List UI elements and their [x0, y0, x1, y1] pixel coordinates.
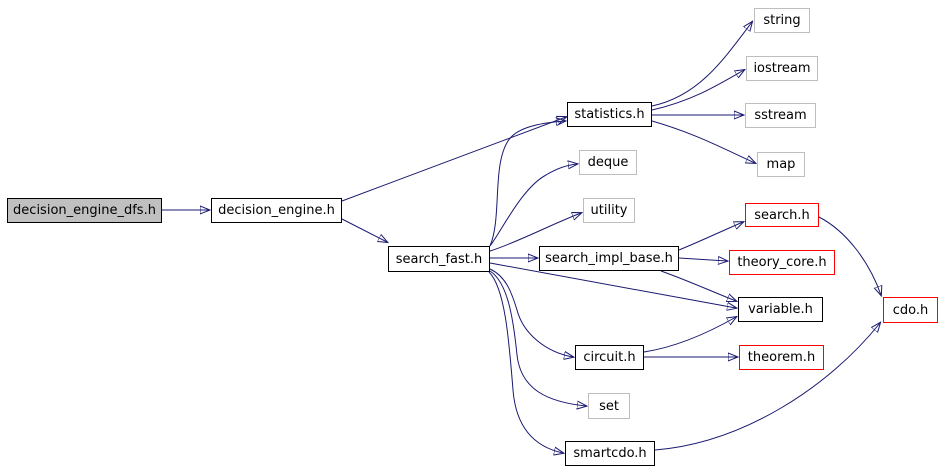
node-iostream: iostream: [746, 56, 818, 81]
edge-search_impl_base-to-variable: [660, 270, 736, 301]
edge-search_fast-to-utility: [489, 213, 581, 252]
edge-search_fast-to-statistics: [489, 121, 565, 247]
edge-search_impl_base-to-search: [678, 222, 743, 251]
node-theorem-h[interactable]: theorem.h: [739, 345, 824, 370]
edge-statistics-to-iostream: [651, 70, 744, 111]
edge-search_fast-to-set: [489, 270, 586, 406]
edge-decision_engine-to-search_fast: [341, 218, 387, 242]
edge-search-to-cdo: [818, 216, 881, 295]
node-set: set: [588, 393, 630, 419]
node-circuit-h[interactable]: circuit.h: [575, 345, 644, 370]
edge-search_fast-to-circuit: [489, 268, 573, 357]
node-search-fast-h[interactable]: search_fast.h: [388, 246, 490, 272]
node-search-impl-base-h[interactable]: search_impl_base.h: [539, 246, 679, 271]
edge-decision_engine-to-statistics: [341, 117, 566, 202]
node-smartcdo-h[interactable]: smartcdo.h: [565, 441, 655, 466]
node-map: map: [757, 152, 805, 177]
node-statistics-h[interactable]: statistics.h: [567, 102, 652, 127]
edge-statistics-to-string: [651, 22, 752, 107]
node-utility: utility: [583, 198, 635, 223]
node-search-h[interactable]: search.h: [745, 203, 819, 227]
edge-circuit-to-variable: [643, 317, 736, 353]
edge-search_fast-to-variable: [489, 262, 736, 308]
edge-search_fast-to-deque: [489, 164, 577, 247]
node-decision-engine-dfs-h: decision_engine_dfs.h: [7, 198, 162, 223]
node-sstream: sstream: [745, 103, 816, 128]
node-decision-engine-h[interactable]: decision_engine.h: [211, 198, 342, 223]
node-variable-h[interactable]: variable.h: [738, 297, 823, 322]
node-cdo-h[interactable]: cdo.h: [883, 297, 938, 323]
node-string: string: [754, 8, 810, 33]
edge-statistics-to-map: [651, 120, 755, 163]
edge-search_impl_base-to-theory_core: [678, 258, 727, 261]
edge-smartcdo-to-cdo: [654, 323, 880, 451]
node-theory-core-h[interactable]: theory_core.h: [729, 250, 835, 275]
edge-search_fast-to-smartcdo: [488, 271, 563, 453]
node-deque: deque: [579, 150, 637, 175]
